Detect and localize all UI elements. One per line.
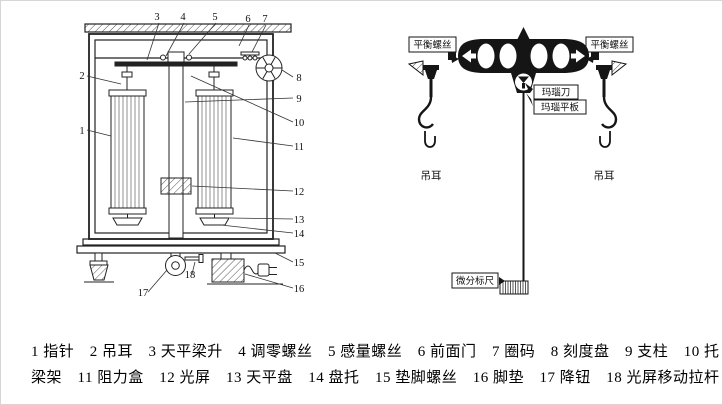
callout-13: 13 — [294, 215, 305, 226]
optical-screen — [160, 177, 192, 195]
legend-line-2: 梁架 11 阻力盒 12 光屏 13 天平盘 14 盘托 15 垫脚螺丝 16 … — [31, 370, 720, 386]
callout-numbers: 1 2 3 4 5 6 7 8 9 10 11 12 13 14 15 16 1… — [79, 12, 305, 299]
beam-detail-diagram: 平衡螺丝 平衡螺丝 玛瑙刀 玛瑙平板 吊耳 吊耳 微分标尺 — [407, 27, 634, 295]
callout-18: 18 — [185, 270, 196, 281]
label-hanger-left: 吊耳 — [421, 170, 442, 182]
callout-12: 12 — [294, 187, 305, 198]
label-agate-knife: 玛瑙刀 — [542, 87, 571, 99]
balance-structure-diagram: 1 2 3 4 5 6 7 8 9 10 11 12 13 14 15 16 1… — [76, 12, 305, 299]
callout-10: 10 — [294, 118, 305, 129]
label-arrow-knife — [525, 83, 533, 93]
label-arrow-right-screw — [586, 55, 594, 63]
base-fittings — [84, 252, 283, 285]
support-column — [168, 65, 184, 239]
right-damping-cylinder — [195, 66, 234, 226]
callout-9: 9 — [296, 94, 301, 105]
label-hanger-right: 吊耳 — [594, 170, 615, 182]
label-agate-plate: 玛瑙平板 — [541, 102, 580, 114]
graduated-dial — [255, 54, 283, 82]
label-balance-screw-left: 平衡螺丝 — [413, 39, 451, 51]
label-arrow-scale — [499, 277, 505, 285]
callout-5: 5 — [212, 12, 217, 23]
callout-3: 3 — [154, 12, 159, 23]
callout-14: 14 — [294, 229, 305, 240]
balance-screw-arrow-right — [571, 49, 585, 63]
label-micro-scale: 微分标尺 — [456, 275, 495, 287]
hanger-left — [407, 60, 439, 148]
callout-1: 1 — [79, 126, 84, 137]
callout-6: 6 — [245, 14, 250, 25]
label-balance-screw-right: 平衡螺丝 — [590, 39, 628, 51]
leader-lines — [86, 22, 294, 293]
callout-16: 16 — [294, 284, 305, 295]
hanger-right — [596, 60, 628, 148]
callout-2: 2 — [79, 71, 84, 82]
balance-screw-arrow-left — [462, 49, 476, 63]
label-arrow-left-screw — [451, 55, 459, 63]
agate-knife-symbol — [518, 76, 529, 89]
parts-legend: 1 指针 2 吊耳 3 天平梁升 4 调零螺丝 5 感量螺丝 6 前面门 7 圈… — [31, 339, 720, 391]
left-damping-cylinder — [108, 66, 147, 226]
label-arrow-plate — [526, 93, 533, 106]
micro-scale — [499, 280, 529, 295]
label-boxes — [408, 36, 634, 289]
callout-4: 4 — [180, 12, 186, 23]
callout-17: 17 — [138, 288, 149, 299]
callout-15: 15 — [294, 258, 305, 269]
legend-line-1: 1 指针 2 吊耳 3 天平梁升 4 调零螺丝 5 感量螺丝 6 前面门 7 圈… — [31, 344, 720, 360]
callout-8: 8 — [296, 73, 301, 84]
callout-7: 7 — [262, 14, 267, 25]
callout-11: 11 — [294, 142, 304, 153]
